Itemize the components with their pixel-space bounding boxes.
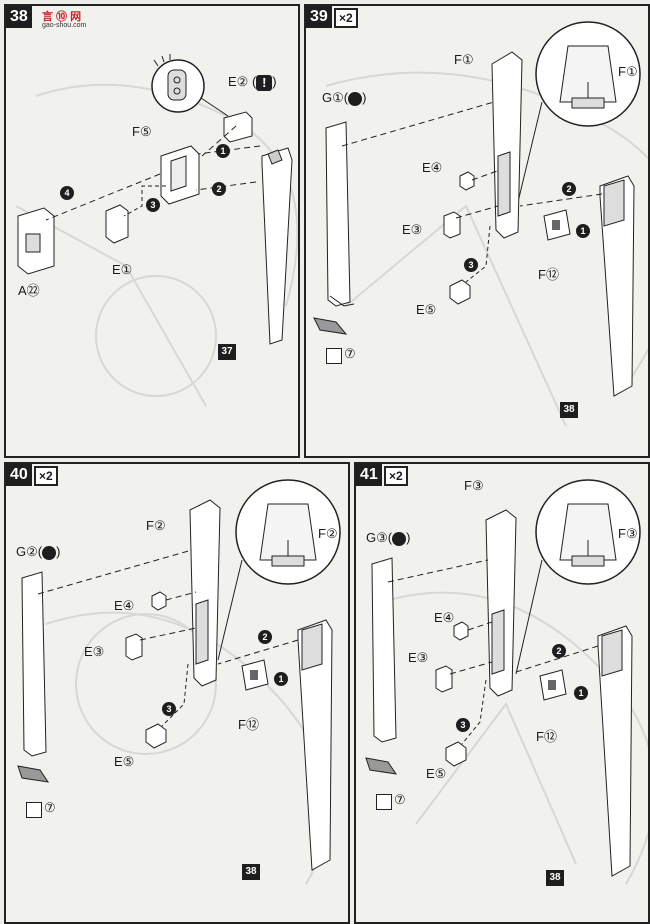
step-number: 38 [6, 6, 32, 28]
label-e5: E⑤ [416, 302, 437, 317]
step-number: 39 [306, 6, 332, 28]
label-f2: F② [146, 518, 166, 533]
part-g1 [325, 121, 351, 307]
quantity-multiplier: ×2 [334, 8, 358, 28]
label-f12: F⑫ [536, 729, 557, 744]
decal-strip [17, 765, 50, 783]
part-e4 [459, 171, 475, 191]
ref-38: 38 [546, 870, 564, 886]
warning-icon: ! [256, 74, 273, 91]
ref-38: 38 [242, 864, 260, 880]
bullet-1: 1 [274, 672, 288, 686]
bullet-2: 2 [258, 630, 272, 644]
sticker-icon [326, 348, 342, 364]
bullet-3: 3 [464, 258, 478, 272]
decal-strip [365, 757, 398, 775]
bullet-1: 1 [576, 224, 590, 238]
step-number: 40 [6, 464, 32, 486]
label-e5: E⑤ [114, 754, 135, 769]
bullet-2: 2 [552, 644, 566, 658]
ref-38: 38 [560, 402, 578, 418]
ghost-background [375, 591, 648, 885]
decal-strip [313, 317, 348, 335]
step-41-panel: 41 ×2 G③() F③ F③ E④ [354, 462, 650, 924]
ref-37: 37 [218, 344, 236, 360]
label-f5: F⑤ [132, 124, 152, 139]
quantity-multiplier: ×2 [384, 466, 408, 486]
part-e1 [105, 204, 129, 244]
part-e4 [453, 621, 469, 641]
label-f12: F⑫ [538, 267, 559, 282]
step-39-panel: 39 ×2 [304, 4, 650, 458]
wing-38 [599, 175, 635, 397]
bullet-4: 4 [60, 186, 74, 200]
step-41-diagram [365, 479, 641, 877]
dot-icon [42, 545, 57, 560]
label-f2-zoom: F② [318, 526, 338, 541]
label-sticker: ⑦ [44, 800, 56, 815]
part-e3 [125, 633, 143, 661]
ghost-background [325, 71, 648, 427]
label-e4: E④ [114, 598, 135, 613]
label-g2: G②() [16, 544, 61, 560]
label-e4: E④ [422, 160, 443, 175]
sticker-icon [26, 802, 42, 818]
label-a22: A㉒ [18, 283, 40, 298]
label-e5: E⑤ [426, 766, 447, 781]
bullet-2: 2 [562, 182, 576, 196]
label-f1-zoom: F① [618, 64, 638, 79]
label-f3-zoom: F③ [618, 526, 638, 541]
step-40-panel: 40 ×2 G②() F② F② E④ [4, 462, 350, 924]
part-e5 [145, 723, 167, 749]
watermark: 言 ⑩ 网 gao-shou.com [42, 8, 86, 29]
label-e2: E② (!) [228, 74, 277, 91]
part-e4 [151, 591, 167, 611]
label-e3: E③ [84, 644, 105, 659]
label-g1: G①() [322, 90, 367, 106]
part-g2 [21, 571, 47, 757]
bullet-2: 2 [212, 182, 226, 196]
step-38-diagram [17, 54, 293, 345]
label-sticker: ⑦ [344, 346, 356, 361]
step-39-diagram [313, 21, 641, 397]
watermark-brand: 言 ⑩ 网 [42, 11, 82, 23]
label-f1: F① [454, 52, 474, 67]
part-e5 [449, 279, 471, 305]
bullet-3: 3 [456, 718, 470, 732]
step-number: 41 [356, 464, 382, 486]
sticker-icon [376, 794, 392, 810]
bullet-1: 1 [574, 686, 588, 700]
label-e3: E③ [402, 222, 423, 237]
bullet-1: 1 [216, 144, 230, 158]
label-f3: F③ [464, 478, 484, 493]
dot-icon [392, 531, 407, 546]
part-e3 [443, 211, 461, 239]
step-38-panel: 38 言 ⑩ 网 gao-shou.com [4, 4, 300, 458]
label-e1: E① [112, 262, 133, 277]
part-e5 [445, 741, 467, 767]
label-sticker: ⑦ [394, 792, 406, 807]
label-f12: F⑫ [238, 717, 259, 732]
part-e2 [223, 111, 253, 143]
part-g3 [371, 557, 397, 743]
label-e4: E④ [434, 610, 455, 625]
detail-part [167, 69, 187, 101]
bullet-3: 3 [162, 702, 176, 716]
part-e3 [435, 665, 453, 693]
step-40-diagram [17, 479, 341, 871]
bullet-3: 3 [146, 198, 160, 212]
wing-37 [261, 147, 293, 345]
quantity-multiplier: ×2 [34, 466, 58, 486]
label-g3: G③() [366, 530, 411, 546]
watermark-url: gao-shou.com [42, 22, 87, 29]
label-e3: E③ [408, 650, 429, 665]
dot-icon [348, 91, 363, 106]
